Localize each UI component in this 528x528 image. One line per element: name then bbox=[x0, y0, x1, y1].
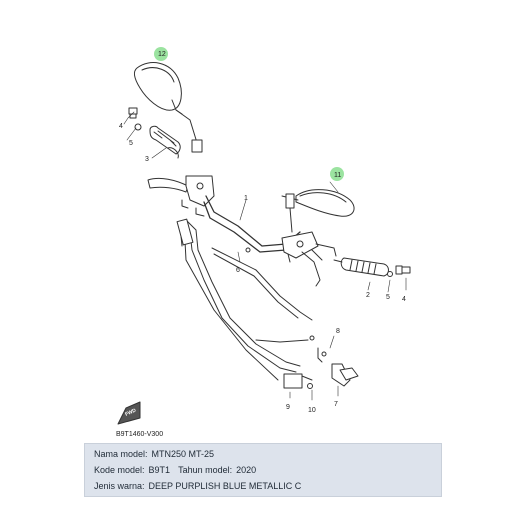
model-code-label: Kode model: bbox=[94, 465, 145, 475]
fwd-label: FWD bbox=[124, 407, 137, 417]
catalog-number: B9T1460-V300 bbox=[116, 431, 163, 438]
callout-4-left: 4 bbox=[119, 123, 123, 130]
right-mirror bbox=[281, 181, 355, 233]
model-year-value: 2020 bbox=[236, 465, 257, 475]
color-value: DEEP PURPLISH BLUE METALLIC C bbox=[148, 481, 302, 491]
model-info-panel: Nama model:MTN250 MT-25 Kode model:B9T1 T… bbox=[84, 443, 442, 497]
parts-diagram: 12 11 1 2 3 4 4 5 5 6 7 8 9 10 FWD B9T14… bbox=[116, 47, 411, 438]
callout-8: 8 bbox=[336, 328, 340, 335]
callout-5-left: 5 bbox=[129, 140, 133, 147]
model-code-value: B9T1 bbox=[148, 465, 171, 475]
highlight-12-icon bbox=[154, 47, 168, 61]
callout-5-right: 5 bbox=[386, 294, 390, 301]
model-name-label: Nama model: bbox=[94, 449, 148, 459]
highlight-11-icon bbox=[330, 167, 344, 181]
fwd-arrow bbox=[117, 401, 141, 425]
model-name-value: MTN250 MT-25 bbox=[151, 449, 215, 459]
callout-12: 12 bbox=[158, 51, 166, 58]
model-name-row: Nama model:MTN250 MT-25 bbox=[94, 449, 214, 459]
throttle-cables bbox=[176, 218, 315, 381]
color-row: Jenis warna:DEEP PURPLISH BLUE METALLIC … bbox=[94, 481, 301, 491]
callout-11: 11 bbox=[334, 172, 341, 179]
left-grip-parts bbox=[123, 107, 181, 159]
callout-3: 3 bbox=[145, 156, 149, 163]
left-mirror bbox=[133, 62, 203, 153]
model-year-label: Tahun model: bbox=[178, 465, 233, 475]
callout-6: 6 bbox=[236, 267, 240, 274]
color-label: Jenis warna: bbox=[94, 481, 145, 491]
model-code-row: Kode model:B9T1 Tahun model:2020 bbox=[94, 465, 256, 475]
left-lever-assembly bbox=[147, 175, 215, 217]
callout-4-right: 4 bbox=[402, 296, 406, 303]
callout-1: 1 bbox=[244, 195, 248, 202]
right-brake-assembly bbox=[281, 231, 337, 287]
callout-2: 2 bbox=[366, 292, 370, 299]
callout-10: 10 bbox=[308, 407, 316, 414]
callout-7: 7 bbox=[334, 401, 338, 408]
right-grip-parts bbox=[333, 257, 411, 293]
lower-switch-parts bbox=[283, 335, 359, 401]
callout-9: 9 bbox=[286, 404, 290, 411]
